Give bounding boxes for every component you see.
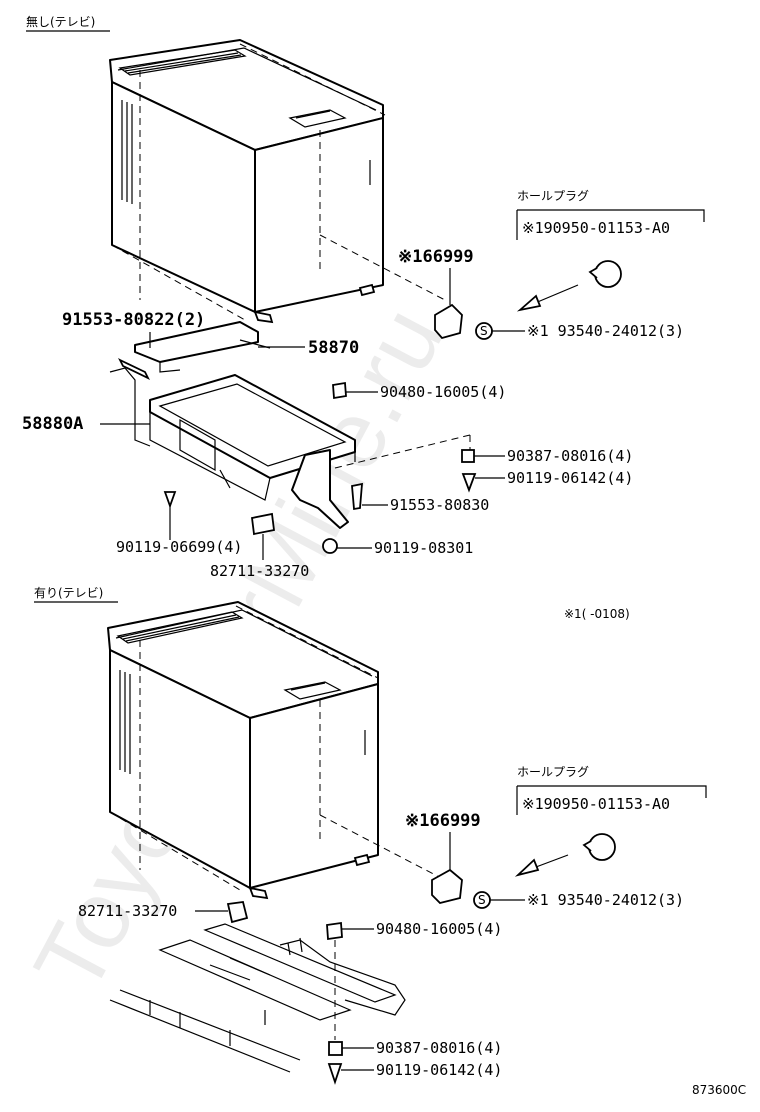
label-90387-top: 90387-08016(4)	[507, 447, 633, 465]
hole-plug-part-top: ※190950-01153-A0	[522, 219, 670, 237]
bolt-90119-06142-bottom-icon	[327, 1063, 343, 1085]
bolt-91553-80822-icon	[118, 358, 150, 380]
clip-82711-top-icon	[251, 512, 275, 536]
label-82711-top: 82711-33270	[210, 562, 309, 580]
label-58870: 58870	[308, 338, 359, 358]
label-66999-bottom: ※166999	[405, 811, 481, 831]
bracket-66999-top-icon	[434, 303, 463, 340]
clip-82711-bottom-icon	[226, 901, 249, 924]
bolt-90119-06699-icon	[163, 491, 177, 509]
floor-frame-bottom	[109, 923, 406, 1073]
hole-plug-icon-top	[594, 260, 622, 288]
label-90480-bottom: 90480-16005(4)	[376, 920, 502, 938]
hole-plug-group-top: ホールプラグ ※190950-01153-A0	[516, 189, 705, 312]
small-parts-top: 90480-16005(4) 90387-08016(4) 90119-0614…	[116, 381, 633, 580]
cushion-90480-top-icon	[332, 381, 347, 400]
label-58880a: 58880A	[22, 414, 83, 434]
hole-plug-icon-bottom	[588, 833, 616, 861]
label-91553-80830: 91553-80830	[390, 496, 489, 514]
s-symbol-text-bottom: S	[478, 893, 486, 907]
label-90387-bottom: 90387-08016(4)	[376, 1039, 502, 1057]
section-header-top: 無し(テレビ)	[26, 14, 95, 29]
part-66999-bottom: ※166999 S ※1 93540-24012(3)	[405, 811, 684, 909]
label-90119-08301: 90119-08301	[374, 539, 473, 557]
applicability-note: ※1( -0108)	[564, 607, 630, 621]
hole-plug-group-bottom: ホールプラグ ※190950-01153-A0	[514, 765, 707, 877]
label-82711-bottom: 82711-33270	[78, 902, 177, 920]
bolt-90119-06142-top-icon	[461, 473, 477, 493]
label-93540-bottom: ※1 93540-24012(3)	[527, 891, 684, 909]
section-header-bottom: 有り(テレビ)	[34, 586, 103, 600]
hole-plug-bracket-top	[516, 209, 705, 240]
label-90119-06142-bottom: 90119-06142(4)	[376, 1061, 502, 1079]
refrigerator-unit-bottom	[107, 601, 446, 900]
hole-plug-title-bottom: ホールプラグ	[517, 765, 589, 779]
hole-plug-part-bottom: ※190950-01153-A0	[522, 795, 670, 813]
label-90480-top: 90480-16005(4)	[380, 383, 506, 401]
hole-plug-bracket-bottom	[516, 785, 707, 815]
part-66999-top: ※166999 S ※1 93540-24012(3)	[398, 247, 684, 340]
bracket-66999-bottom-icon	[431, 868, 463, 904]
s-symbol-text-top: S	[480, 324, 488, 338]
figure-id: 873600C	[692, 1083, 746, 1097]
refrigerator-unit-top	[109, 39, 446, 324]
small-parts-bottom: 82711-33270 90480-16005(4) 90387-08016(4…	[78, 901, 502, 1085]
label-66999-top: ※166999	[398, 247, 474, 267]
bracket-58870: 91553-80822(2) 58870	[62, 310, 359, 380]
collar-90387-top-icon	[461, 449, 475, 463]
cushion-90480-bottom-icon	[326, 921, 343, 941]
label-90119-06699: 90119-06699(4)	[116, 538, 242, 556]
hole-plug-title-top: ホールプラグ	[517, 189, 589, 203]
bolt-91553-80830-icon	[351, 482, 363, 511]
nut-90119-08301-icon	[322, 538, 338, 554]
label-93540-top: ※1 93540-24012(3)	[527, 322, 684, 340]
collar-90387-bottom-icon	[328, 1041, 343, 1056]
frame-58880a: 58880A	[22, 367, 356, 529]
label-90119-06142-top: 90119-06142(4)	[507, 469, 633, 487]
label-91553-80822: 91553-80822(2)	[62, 310, 205, 330]
